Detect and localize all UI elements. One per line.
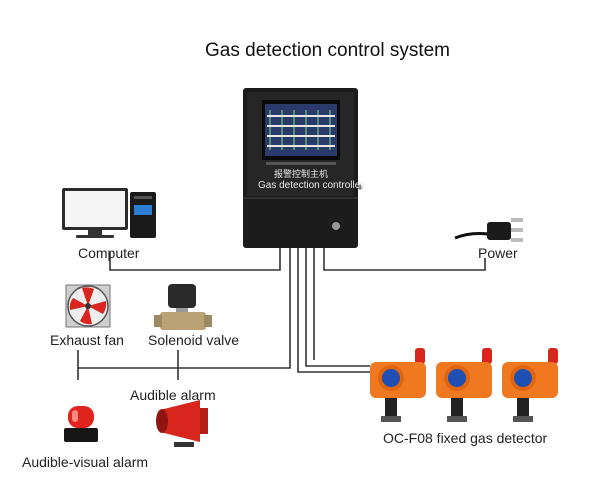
computer-icon [62, 188, 156, 238]
gas-detector-icon [502, 348, 558, 422]
audible-alarm-icon [156, 400, 208, 447]
controller-device [243, 88, 363, 248]
power-label: Power [478, 245, 518, 261]
gas-detector-icon [370, 348, 426, 422]
audible-visual-alarm-icon [64, 406, 98, 442]
controller-english-label: Gas detection controller [258, 180, 364, 191]
solenoid-valve-icon [154, 284, 212, 330]
connection-lines [77, 248, 486, 380]
exhaust-fan-label: Exhaust fan [50, 332, 124, 348]
audible-alarm-label: Audible alarm [130, 387, 216, 403]
power-plug-icon [454, 218, 523, 242]
lock-icon [332, 222, 340, 230]
gas-detector-icon [436, 348, 492, 422]
audible-visual-alarm-label: Audible-visual alarm [22, 454, 149, 470]
gas-detectors [370, 348, 558, 422]
computer-label: Computer [78, 245, 140, 261]
solenoid-valve-label: Solenoid valve [148, 332, 240, 348]
link-detector-1 [297, 248, 370, 373]
link-alarm-bus [78, 248, 291, 369]
diagram-title: Gas detection control system [205, 40, 450, 61]
exhaust-fan-icon [65, 284, 111, 328]
gas-detector-label: OC-F08 fixed gas detector [383, 430, 548, 446]
link-power [323, 248, 486, 271]
controller-chinese-label: 报警控制主机 [274, 170, 329, 180]
link-detector-2 [305, 248, 370, 367]
link-computer [109, 248, 281, 271]
